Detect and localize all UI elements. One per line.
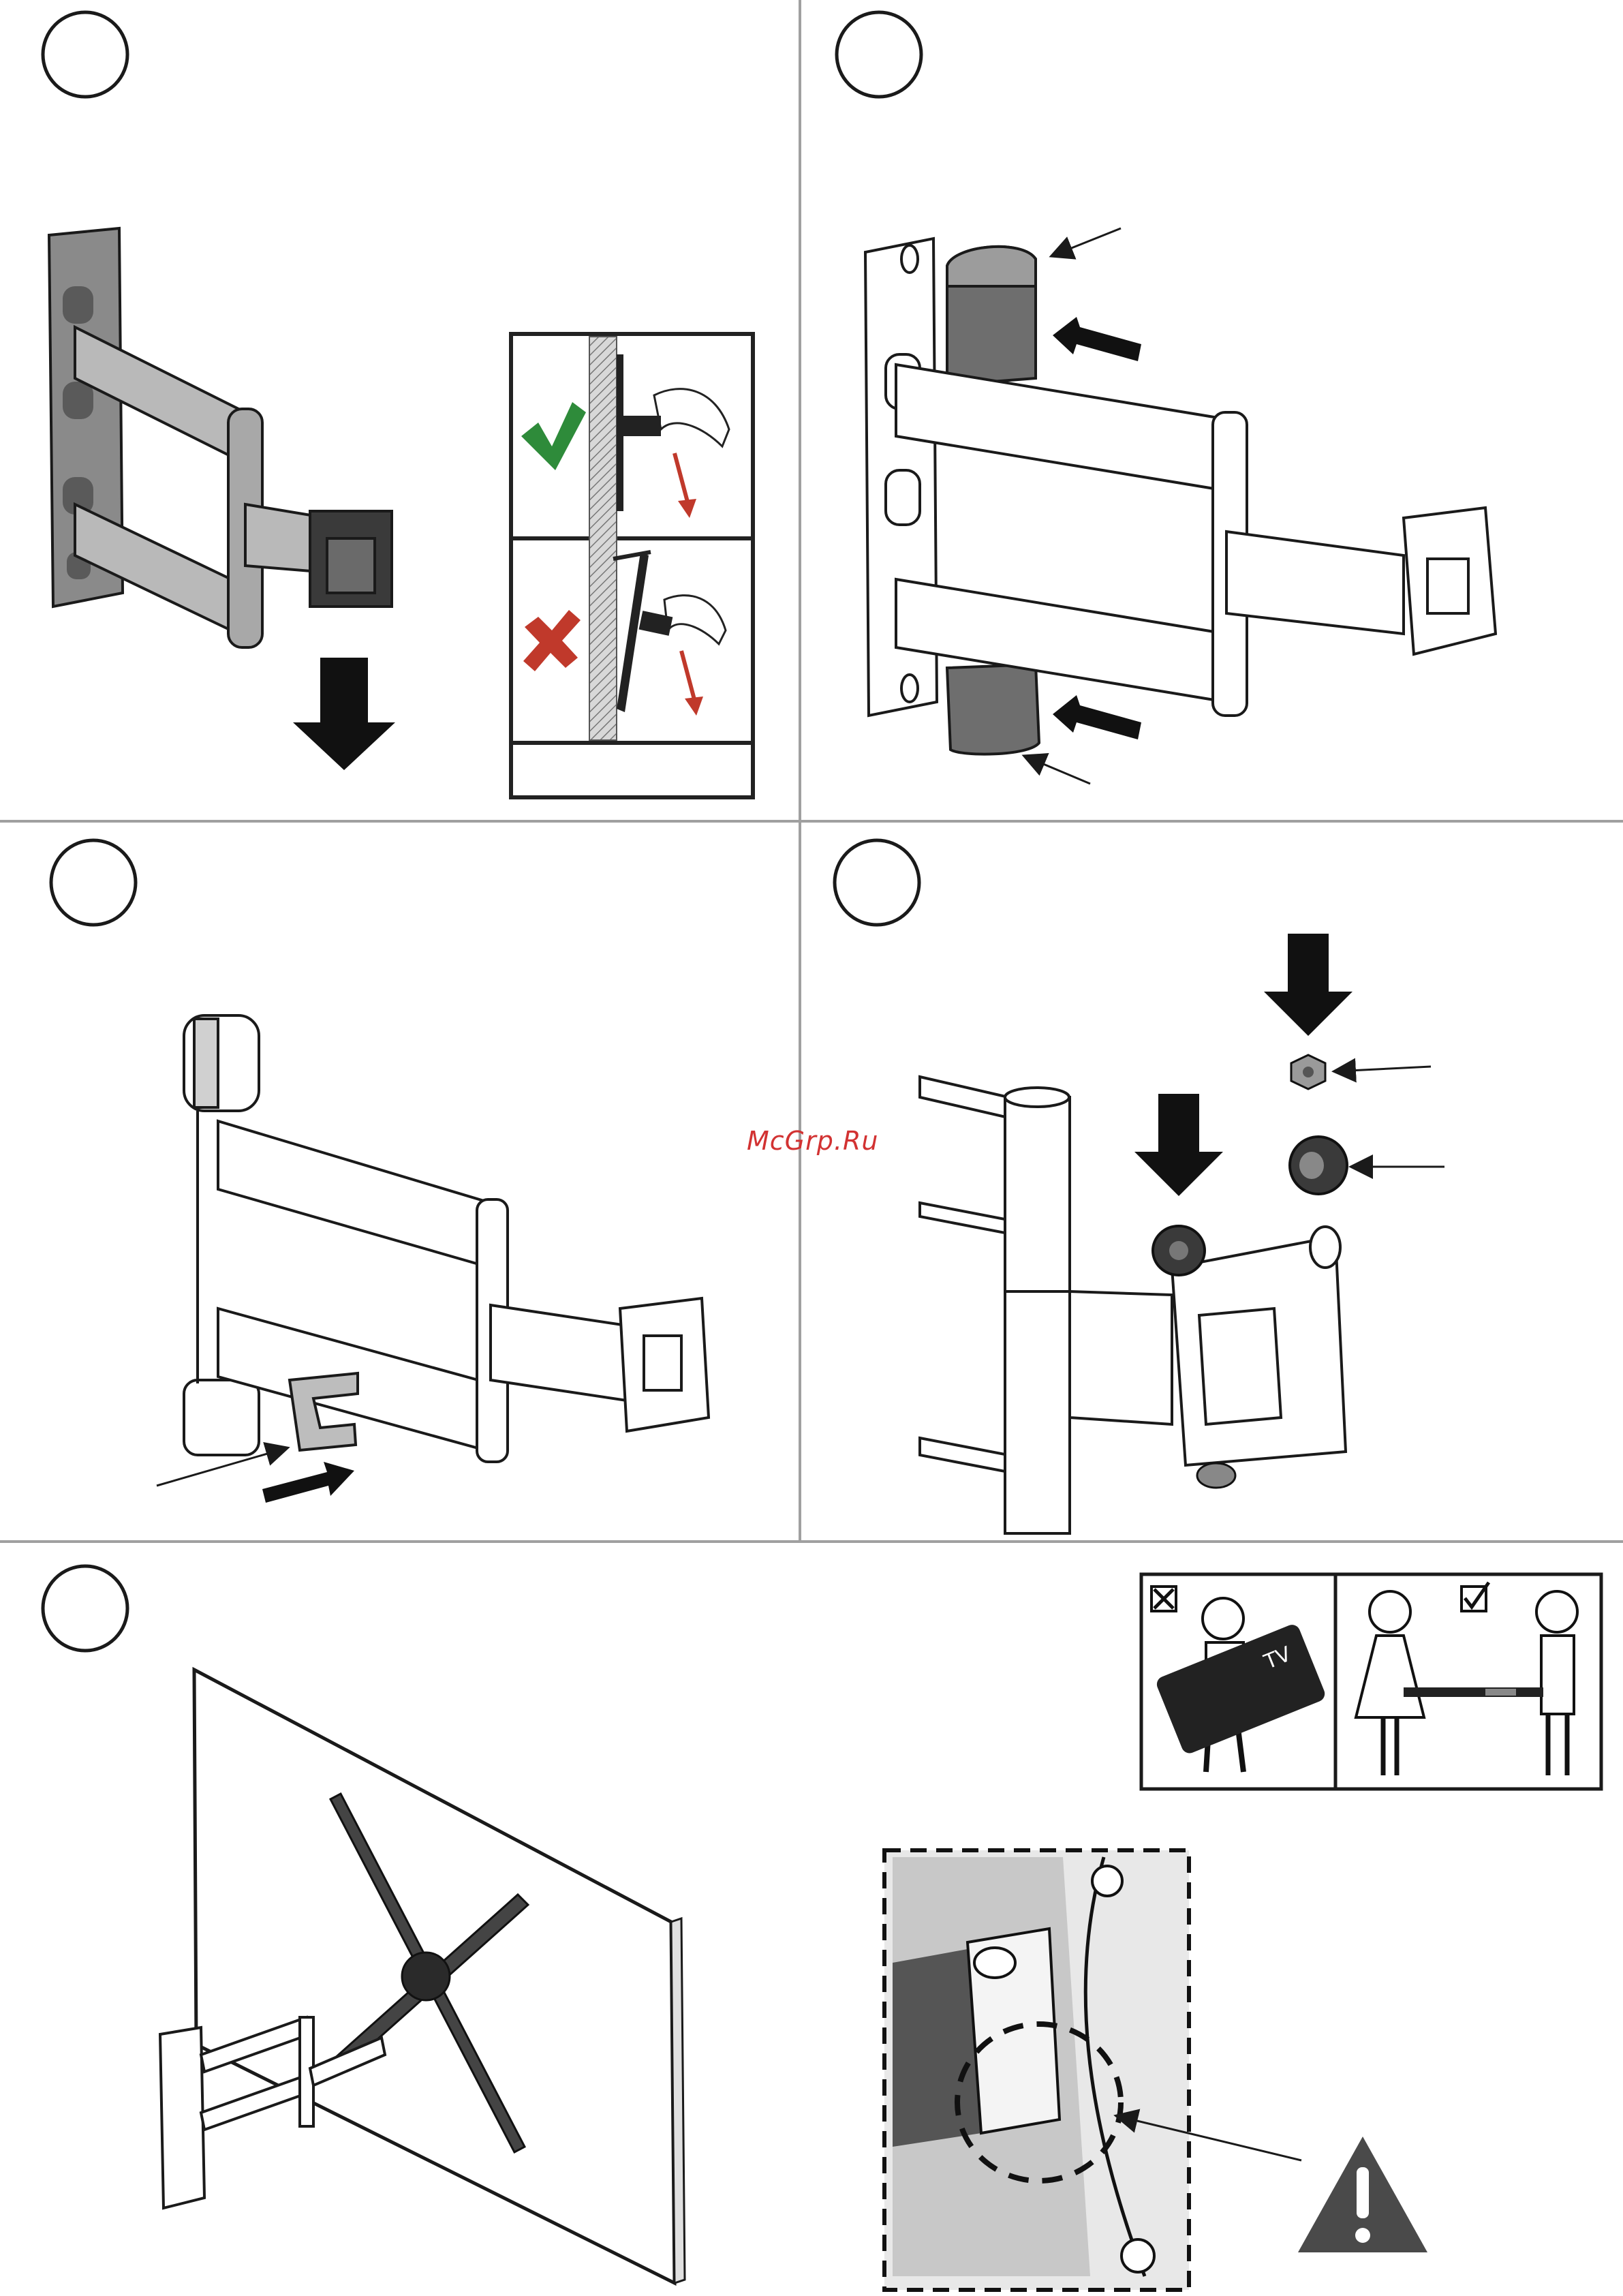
nut-part <box>1291 1055 1325 1089</box>
step-4-panel <box>835 840 1444 1533</box>
push-arrow-bottom <box>1053 695 1141 739</box>
panel-dividers <box>0 0 1623 1542</box>
step-2-number-circle <box>837 12 921 97</box>
correct-vs-incorrect-inset <box>511 334 753 797</box>
step-4-number-circle <box>835 840 919 925</box>
step-2-panel <box>837 12 1496 784</box>
step-1-number-circle <box>43 12 127 97</box>
checkbox-check-icon <box>1462 1582 1489 1611</box>
step-3-panel <box>51 840 709 1503</box>
down-arrow-nut <box>1264 934 1352 1036</box>
push-arrow <box>262 1462 354 1503</box>
bracket-detail-inset <box>884 1850 1189 2290</box>
down-arrow-bracket <box>1134 1094 1223 1196</box>
watermark: McGrp.Ru <box>747 1126 883 1167</box>
step-1-panel <box>43 12 753 797</box>
two-person-lift-warning: TV <box>1141 1574 1601 1789</box>
washer-on-bracket <box>1153 1226 1205 1275</box>
warning-icon <box>1298 2137 1427 2252</box>
push-arrow-top <box>1053 317 1141 361</box>
down-arrow-icon <box>293 658 395 770</box>
step-5-number-circle <box>43 1566 127 1651</box>
washer-part <box>1290 1137 1347 1194</box>
checkbox-cross-icon <box>1151 1587 1176 1611</box>
step-3-number-circle <box>51 840 136 925</box>
step-5-panel: TV <box>43 1566 1601 2290</box>
